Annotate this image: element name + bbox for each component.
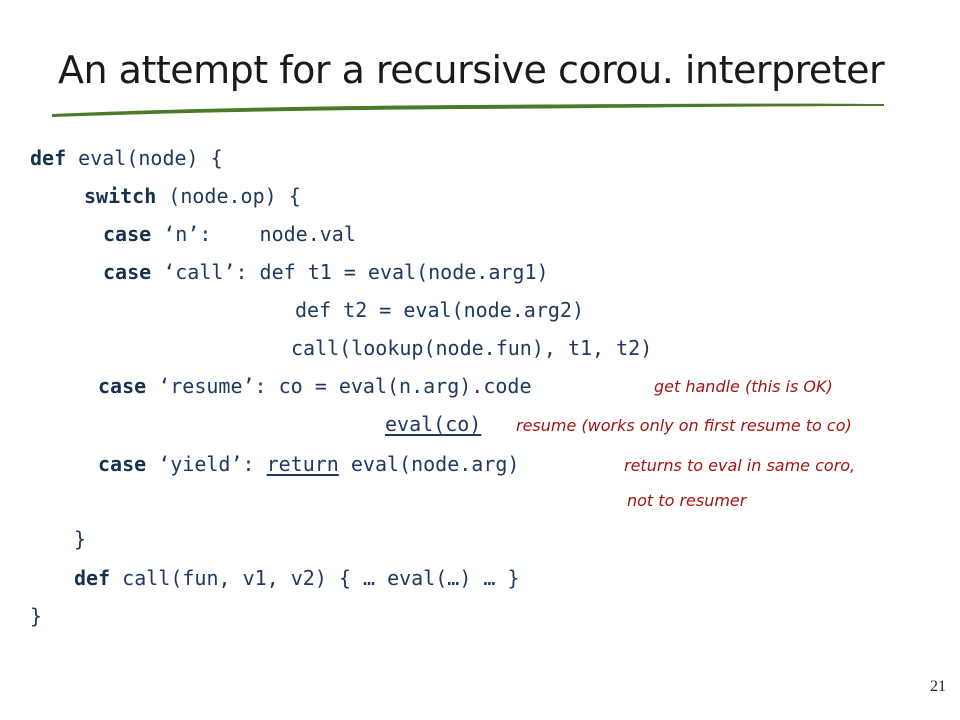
code-line-def-call: def call(fun, v1, v2) { … eval(…) … } xyxy=(74,566,520,590)
code-line-case-yield: case ‘yield’: return eval(node.arg) xyxy=(98,452,520,476)
code-line-case-call: case ‘call’: def t1 = eval(node.arg1) xyxy=(103,260,549,284)
note-get-handle: get handle (this is OK) xyxy=(654,377,833,396)
title-underline-stroke xyxy=(52,103,884,117)
slide-title: An attempt for a recursive corou. interp… xyxy=(58,48,885,92)
code-line-eval-co: eval(co) xyxy=(385,412,482,436)
note-resume: resume (works only on first resume to co… xyxy=(516,416,852,435)
page-number: 21 xyxy=(930,678,946,695)
code-line-close-switch: } xyxy=(74,527,87,551)
code-line-case-resume: case ‘resume’: co = eval(n.arg).code xyxy=(98,374,532,398)
note-returns-to-eval: returns to eval in same coro, xyxy=(624,456,856,475)
code-line-def-eval: def eval(node) { xyxy=(30,146,223,170)
code-line-switch: switch (node.op) { xyxy=(84,184,301,208)
code-line-close-eval: } xyxy=(30,604,43,628)
code-line-case-n: case ‘n’: node.val xyxy=(103,222,356,246)
code-line-def-t2: def t2 = eval(node.arg2) xyxy=(295,298,584,322)
code-line-call-lookup: call(lookup(node.fun), t1, t2) xyxy=(291,336,653,360)
note-not-to-resumer: not to resumer xyxy=(627,491,747,510)
